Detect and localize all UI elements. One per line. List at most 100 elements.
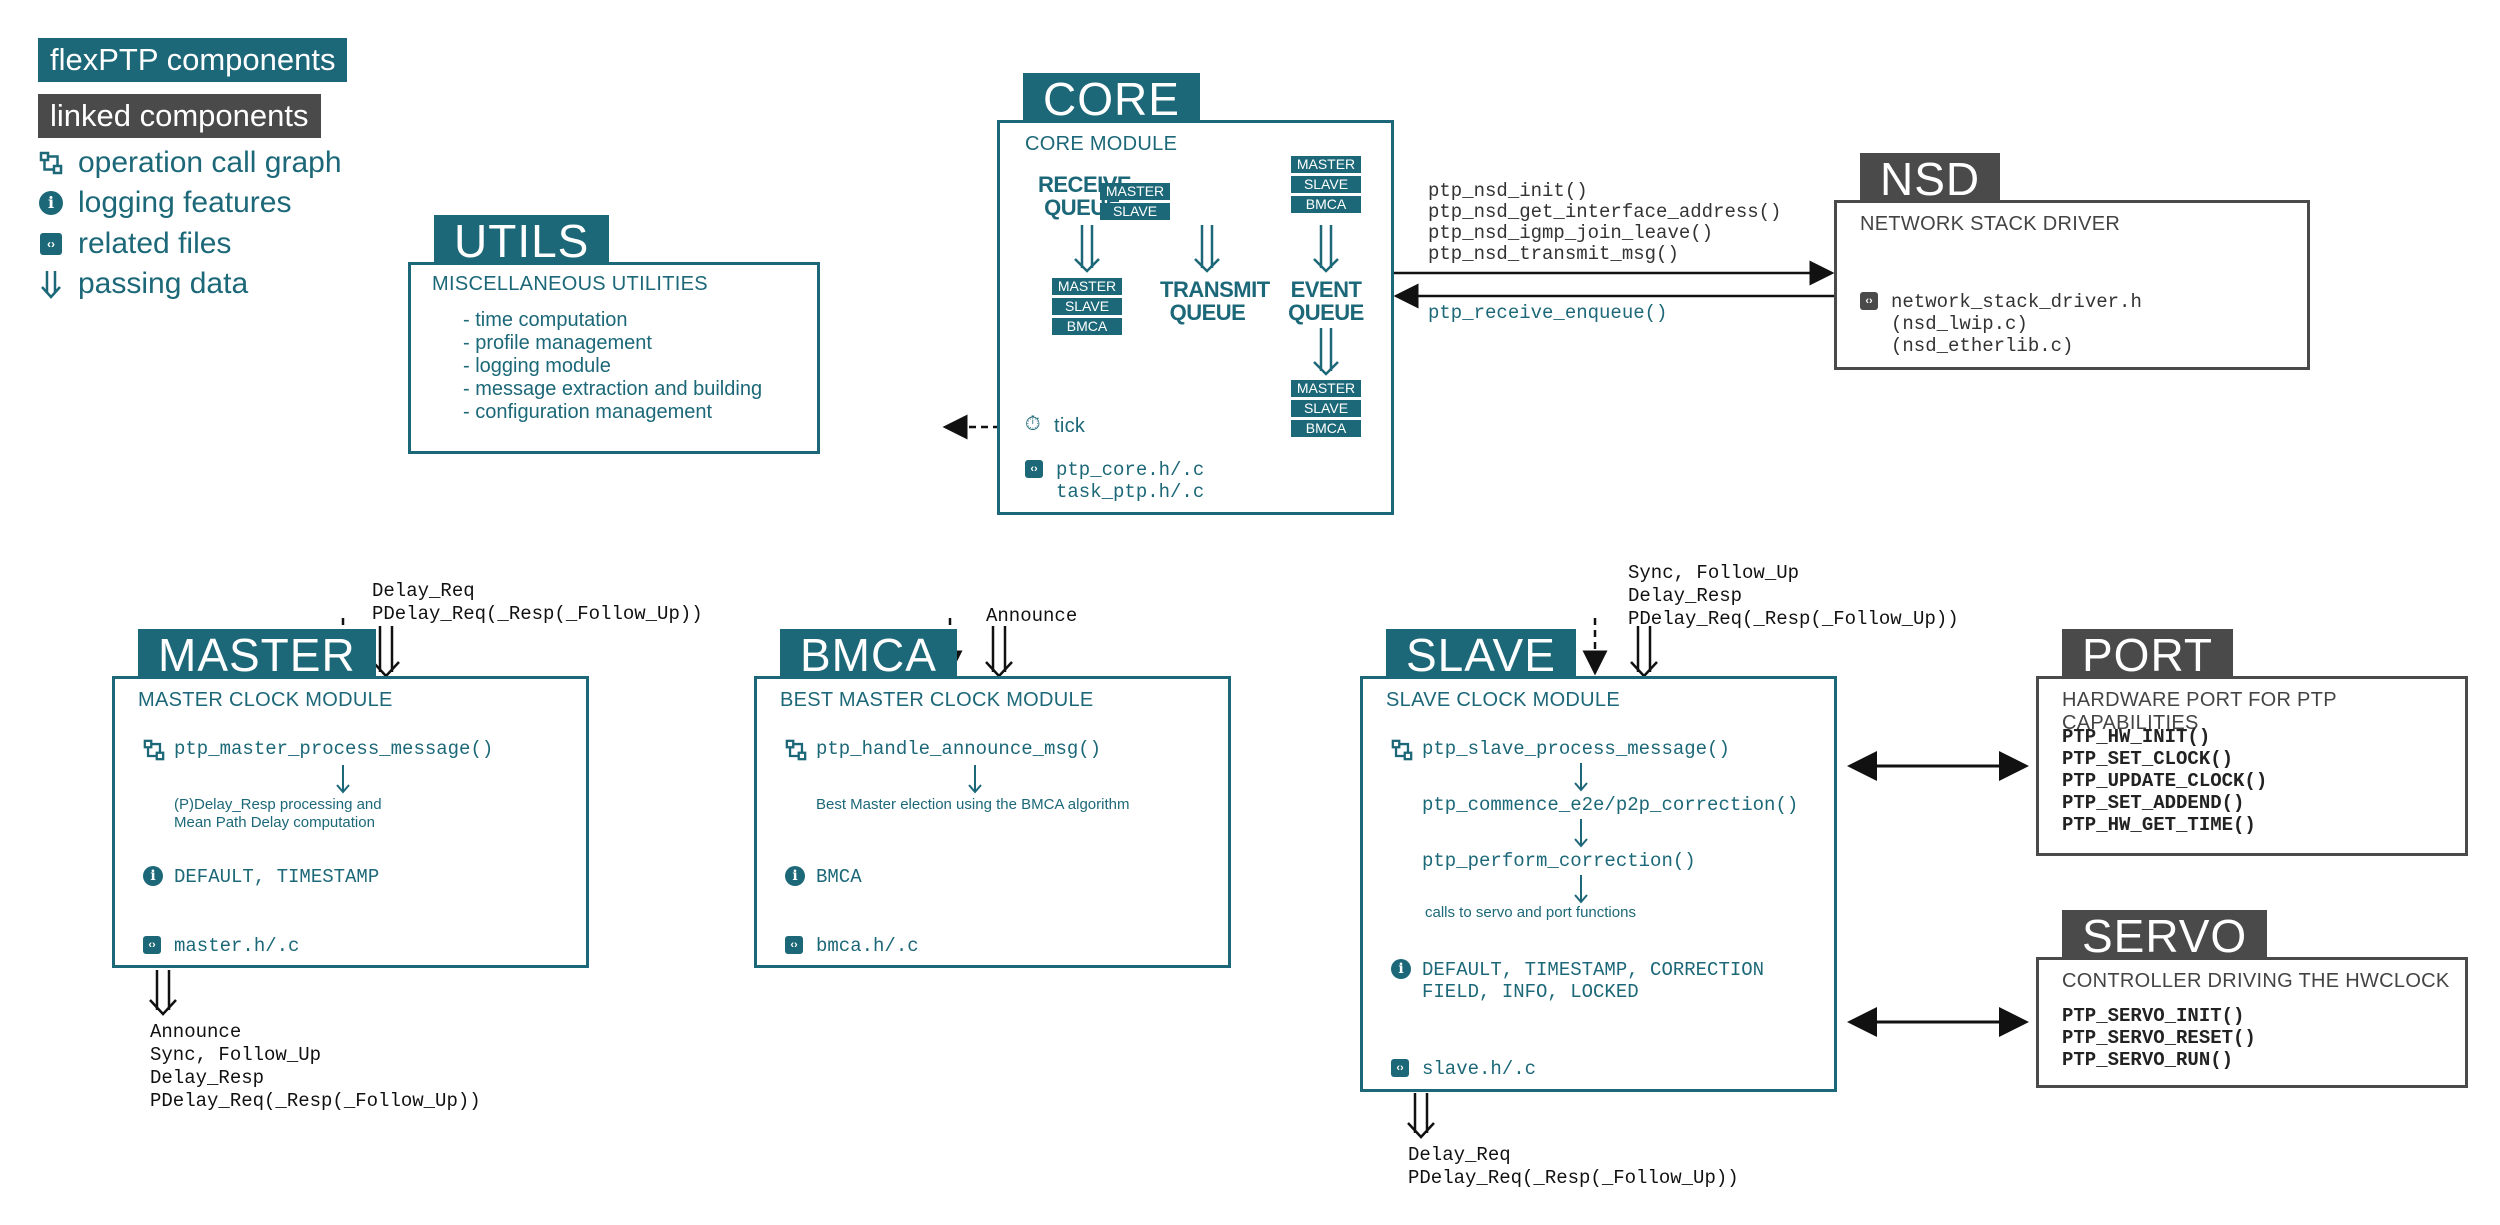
port-function: PTP_SET_ADDEND() xyxy=(2062,792,2245,814)
master-output-msg: PDelay_Req(_Resp(_Follow_Up)) xyxy=(150,1090,481,1112)
legend-files-label: related files xyxy=(78,227,232,260)
legend-files: ‹› related files xyxy=(38,227,231,261)
slave-output-msg: PDelay_Req(_Resp(_Follow_Up)) xyxy=(1408,1167,1739,1189)
code-file-icon: ‹› xyxy=(1391,1059,1409,1077)
tag-master: MASTER xyxy=(1100,183,1170,200)
utils-item: - configuration management xyxy=(463,401,713,423)
master-input-msg: Delay_Req xyxy=(372,580,475,602)
info-icon: i xyxy=(143,866,163,886)
utils-item: - time computation xyxy=(463,309,628,331)
flow-arrow xyxy=(1574,819,1588,848)
bmca-heading: BEST MASTER CLOCK MODULE xyxy=(780,689,1094,711)
tag-bmca: BMCA xyxy=(1291,420,1361,437)
code-file-icon: ‹› xyxy=(1025,460,1043,478)
master-input-msg: PDelay_Req(_Resp(_Follow_Up)) xyxy=(372,603,703,625)
call-graph-icon xyxy=(785,739,807,761)
bmca-tab: BMCA xyxy=(780,629,957,681)
master-heading: MASTER CLOCK MODULE xyxy=(138,689,393,711)
utils-item: - message extraction and building xyxy=(463,378,763,400)
bmca-description: Best Master election using the BMCA algo… xyxy=(816,796,1130,813)
bmca-logging: BMCA xyxy=(816,866,862,888)
slave-file: slave.h/.c xyxy=(1422,1058,1537,1080)
call-graph-icon xyxy=(1391,739,1413,761)
master-description: (P)Delay_Resp processing and xyxy=(174,796,382,813)
utils-item: - profile management xyxy=(463,332,652,354)
code-file-icon: ‹› xyxy=(143,936,161,954)
info-icon: i xyxy=(785,866,805,886)
master-logging: DEFAULT, TIMESTAMP xyxy=(174,866,380,888)
flow-arrow xyxy=(1574,763,1588,792)
master-output-double-arrow xyxy=(149,970,177,1016)
slave-function: ptp_slave_process_message() xyxy=(1422,738,1730,760)
slave-input-msg: PDelay_Req(_Resp(_Follow_Up)) xyxy=(1628,608,1959,630)
slave-heading: SLAVE CLOCK MODULE xyxy=(1386,689,1620,711)
code-file-icon: ‹› xyxy=(785,936,803,954)
tag-master: MASTER xyxy=(1052,278,1122,295)
master-box: MASTER CLOCK MODULE ptp_master_process_m… xyxy=(112,676,589,968)
port-box: HARDWARE PORT FOR PTP CAPABILITIES PTP_H… xyxy=(2036,676,2468,856)
tag-slave: SLAVE xyxy=(1052,298,1122,315)
legend-linked: linked components xyxy=(38,94,321,138)
servo-tab: SERVO xyxy=(2062,910,2268,962)
slave-output-msg: Delay_Req xyxy=(1408,1144,1511,1166)
code-file-icon: ‹› xyxy=(1860,292,1878,310)
tag-slave: SLAVE xyxy=(1291,176,1361,193)
servo-function: PTP_SERVO_INIT() xyxy=(2062,1005,2245,1027)
legend-flexptp: flexPTP components xyxy=(38,38,348,82)
bmca-function: ptp_handle_announce_msg() xyxy=(816,738,1102,760)
port-function: PTP_HW_INIT() xyxy=(2062,726,2211,748)
port-function: PTP_UPDATE_CLOCK() xyxy=(2062,770,2268,792)
utils-heading: MISCELLANEOUS UTILITIES xyxy=(432,273,708,295)
port-function: PTP_SET_CLOCK() xyxy=(2062,748,2234,770)
bmca-input-double-arrow xyxy=(985,626,1013,678)
core-heading: CORE MODULE xyxy=(1025,133,1178,155)
slave-function: ptp_perform_correction() xyxy=(1422,850,1696,872)
nsd-call: ptp_nsd_transmit_msg() xyxy=(1428,243,1679,265)
master-description: Mean Path Delay computation xyxy=(174,814,375,831)
master-input-double-arrow xyxy=(372,626,400,678)
slave-tab: SLAVE xyxy=(1386,629,1576,681)
nsd-heading: NETWORK STACK DRIVER xyxy=(1860,213,2121,235)
nsd-tab: NSD xyxy=(1860,153,2001,205)
slave-logging: DEFAULT, TIMESTAMP, CORRECTION xyxy=(1422,959,1765,981)
tag-bmca: BMCA xyxy=(1052,318,1122,335)
legend-passing-label: passing data xyxy=(78,267,249,300)
slave-logging: FIELD, INFO, LOCKED xyxy=(1422,981,1639,1003)
nsd-box: NETWORK STACK DRIVER ‹› network_stack_dr… xyxy=(1834,200,2310,370)
tag-bmca: BMCA xyxy=(1291,196,1361,213)
flow-arrow xyxy=(968,765,982,794)
legend-call-graph: operation call graph xyxy=(38,146,342,180)
tag-master: MASTER xyxy=(1291,380,1361,397)
info-icon: i xyxy=(38,190,64,216)
slave-input-msg: Sync, Follow_Up xyxy=(1628,562,1800,584)
slave-output-double-arrow xyxy=(1407,1093,1435,1139)
legend-logging-label: logging features xyxy=(78,186,292,219)
nsd-call: ptp_nsd_init() xyxy=(1428,180,1588,202)
port-heading: HARDWARE PORT FOR PTP CAPABILITIES xyxy=(2062,689,2337,734)
event-queue-label: EVENT QUEUE xyxy=(1288,277,1364,325)
master-output-msg: Sync, Follow_Up xyxy=(150,1044,322,1066)
slave-function: ptp_commence_e2e/p2p_correction() xyxy=(1422,794,1799,816)
port-function: PTP_HW_GET_TIME() xyxy=(2062,814,2256,836)
core-box: CORE MODULE RECEIVE QUEUE MASTER SLAVE M… xyxy=(997,120,1394,515)
tag-slave: SLAVE xyxy=(1291,400,1361,417)
legend-passing: passing data xyxy=(38,267,248,301)
master-output-msg: Delay_Resp xyxy=(150,1067,265,1089)
master-function: ptp_master_process_message() xyxy=(174,738,494,760)
flow-arrow xyxy=(1574,875,1588,904)
call-graph-icon xyxy=(38,150,64,176)
master-tab: MASTER xyxy=(138,629,376,681)
tick-label: tick xyxy=(1054,415,1086,437)
slave-description: calls to servo and port functions xyxy=(1425,904,1636,921)
nsd-file: (nsd_lwip.c) xyxy=(1891,313,2028,335)
nsd-file: network_stack_driver.h xyxy=(1891,291,2142,313)
utils-tab: UTILS xyxy=(434,215,610,267)
utils-box: MISCELLANEOUS UTILITIES - time computati… xyxy=(408,262,820,454)
core-file: ptp_core.h/.c xyxy=(1056,459,1205,481)
slave-input-double-arrow xyxy=(1630,626,1658,678)
tag-slave: SLAVE xyxy=(1100,203,1170,220)
legend-call-graph-label: operation call graph xyxy=(78,146,342,179)
nsd-file: (nsd_etherlib.c) xyxy=(1891,335,2074,357)
transmit-queue-label: TRANSMIT QUEUE xyxy=(1160,277,1270,325)
double-arrow-down-icon xyxy=(38,271,64,299)
